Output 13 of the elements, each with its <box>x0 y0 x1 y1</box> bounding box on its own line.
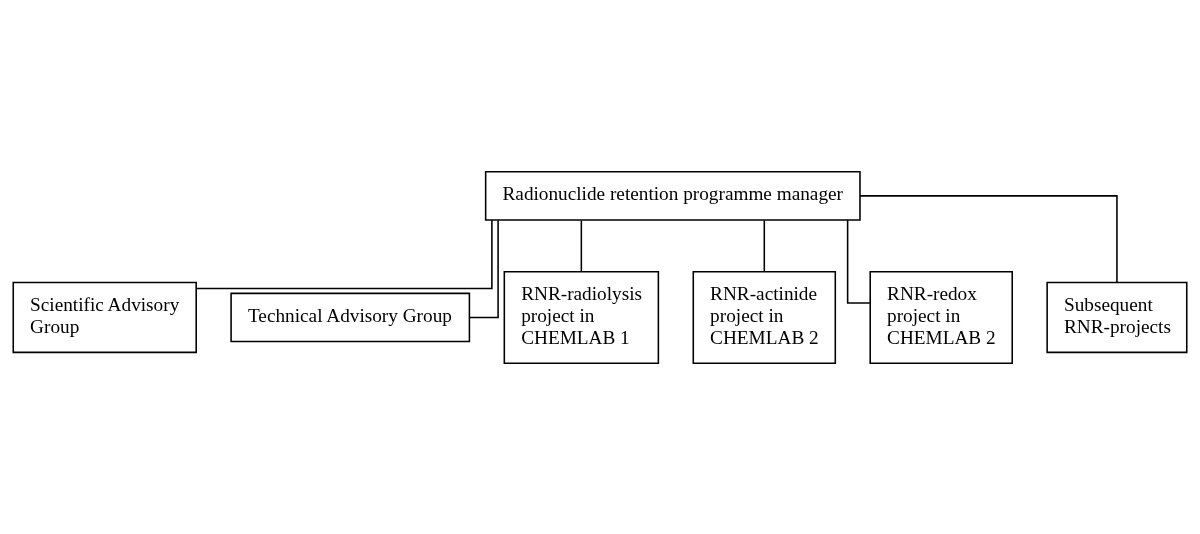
connector <box>580 219 583 272</box>
connector <box>468 219 499 318</box>
connector <box>859 194 1118 283</box>
node-box: RNR-redox project in CHEMLAB 2 <box>869 270 1013 364</box>
node-box: Technical Advisory Group <box>230 292 471 342</box>
connector <box>763 219 766 272</box>
node-box: RNR-actinide project in CHEMLAB 2 <box>692 270 837 364</box>
node-box: RNR-radiolysis project in CHEMLAB 1 <box>503 270 660 364</box>
node-box: Scientific Advisory Group <box>12 281 197 353</box>
node-box: Subsequent RNR-projects <box>1046 281 1188 353</box>
connector <box>195 218 493 289</box>
connector <box>846 218 871 304</box>
node-box: Radionuclide retention programme manager <box>484 170 861 221</box>
